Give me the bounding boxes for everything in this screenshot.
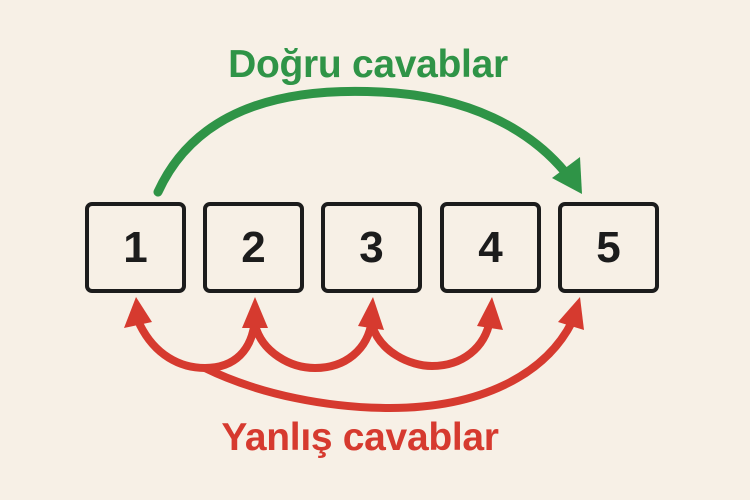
step-box-5: 5 [558, 202, 659, 293]
step-box-2: 2 [203, 202, 304, 293]
step-box-4: 4 [440, 202, 541, 293]
arrowhead-box-5 [558, 297, 584, 330]
step-number: 1 [123, 222, 148, 272]
arrowhead-box-2 [242, 297, 268, 328]
step-number: 5 [596, 222, 621, 272]
step-box-1: 1 [85, 202, 186, 293]
wrong-answers-arrows [124, 297, 584, 413]
arrowhead-box-4 [477, 297, 503, 330]
step-box-3: 3 [321, 202, 422, 293]
correct-answers-label: Doğru cavablar [228, 43, 508, 86]
step-number: 2 [241, 222, 266, 272]
wrong-answers-label: Yanlış cavablar [221, 416, 499, 459]
arrowhead-box-1 [124, 297, 152, 328]
correct-answers-arrow [153, 86, 582, 197]
arrowhead-box-3 [358, 297, 384, 330]
step-number: 3 [359, 222, 384, 272]
step-number: 4 [478, 222, 503, 272]
